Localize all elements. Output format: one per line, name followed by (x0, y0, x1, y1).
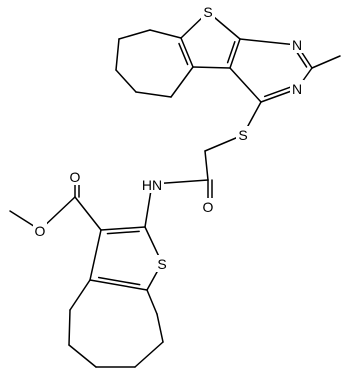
bond (74, 196, 102, 231)
atom-n-pyrimidine-upper: N (290, 36, 304, 53)
bond (115, 38, 120, 71)
atom-s-top: S (201, 3, 215, 20)
bond (239, 38, 298, 46)
atom-label-s-top: S (203, 4, 212, 20)
atom-o-ester-carbonyl: O (68, 168, 82, 185)
atom-label-o-amide: O (203, 199, 214, 215)
bond (226, 41, 236, 64)
atom-o-amide: O (201, 198, 215, 215)
bond (146, 289, 158, 315)
bond (178, 42, 189, 66)
bond (97, 276, 141, 286)
atom-label-n-pyrimidine-lower: N (292, 81, 302, 97)
atom-label-n-pyrimidine-upper: N (292, 37, 302, 53)
bond (263, 86, 292, 98)
atom-label-o-ester-carbonyl: O (70, 169, 81, 185)
atom-nh-amide: HN (140, 176, 164, 193)
bond (100, 226, 146, 231)
bond (118, 29, 151, 40)
bond-layer (9, 11, 341, 368)
atom-label-nh-amide: HN (142, 177, 162, 193)
atom-s-lower: S (155, 255, 169, 272)
bond (149, 29, 182, 39)
bond (170, 66, 194, 98)
bond (229, 38, 241, 69)
bond (311, 55, 341, 69)
bond (294, 49, 308, 68)
atom-s-thioether: S (236, 126, 250, 143)
bond (192, 66, 231, 69)
bond (106, 230, 140, 235)
bond (135, 91, 172, 98)
bond (68, 344, 97, 368)
atom-label-s-lower: S (157, 256, 166, 272)
bond (69, 279, 91, 311)
bond (229, 67, 262, 103)
atom-label-o-ester-methoxy: O (35, 223, 46, 239)
bond (89, 279, 148, 291)
bond (180, 37, 194, 68)
bond (115, 69, 137, 93)
atom-label-s-thioether: S (238, 127, 247, 143)
atom-o-ester-methoxy: O (33, 222, 47, 239)
bond (68, 309, 71, 346)
bond (89, 229, 102, 281)
bond (156, 313, 164, 343)
atom-n-pyrimidine-lower: N (290, 80, 304, 97)
bond (134, 341, 164, 368)
bond (204, 150, 209, 181)
atom-label-layer: S N N S HN O O O (33, 3, 304, 272)
